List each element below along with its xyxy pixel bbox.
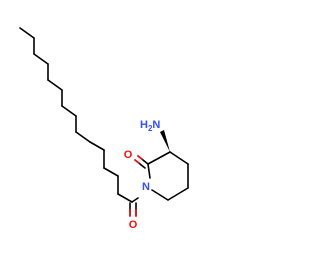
amino-group: H2N [140,119,170,152]
amine-h-count: 2 [148,124,153,133]
ring-oxygen-label: O [124,149,133,161]
chain-bond-12 [103,167,119,177]
acyl-to-n-bond [117,193,133,203]
ring-c-o-bond-2-red [134,159,140,164]
ring-bond-c5-c6 [167,187,189,201]
ring-carbonyl: O [124,149,149,169]
ring-c-o-bond-1-red [137,155,143,160]
ring-bond-c3-c4 [169,151,189,165]
chain-bond-7 [61,105,77,117]
acyl-oxygen-label: O [129,219,138,231]
alkyl-chain [19,27,119,195]
acyl-carbonyl: O [117,193,139,231]
ring-bond-c6-n [151,189,169,201]
acyl-to-n-bond-continued [131,197,139,203]
chain-bond-3 [33,53,49,65]
amine-nitrogen-label: N [152,119,160,131]
piperidinone-ring: N [142,151,189,201]
chain-bond-10 [89,141,105,151]
chain-bond-5 [47,79,63,91]
amine-h-label: H [140,119,148,131]
ring-nitrogen-label: N [142,181,150,193]
amino-wedge-bond [160,130,170,152]
molecule-structure: O N O H2N [19,27,189,231]
ring-bond-n-c2 [147,163,151,179]
chain-bond-9 [75,131,91,143]
amine-label: H2N [140,119,160,133]
structure-canvas: O N O H2N [19,27,189,231]
chain-bond-1 [19,27,35,39]
ring-bond-c2-c3 [147,151,171,165]
